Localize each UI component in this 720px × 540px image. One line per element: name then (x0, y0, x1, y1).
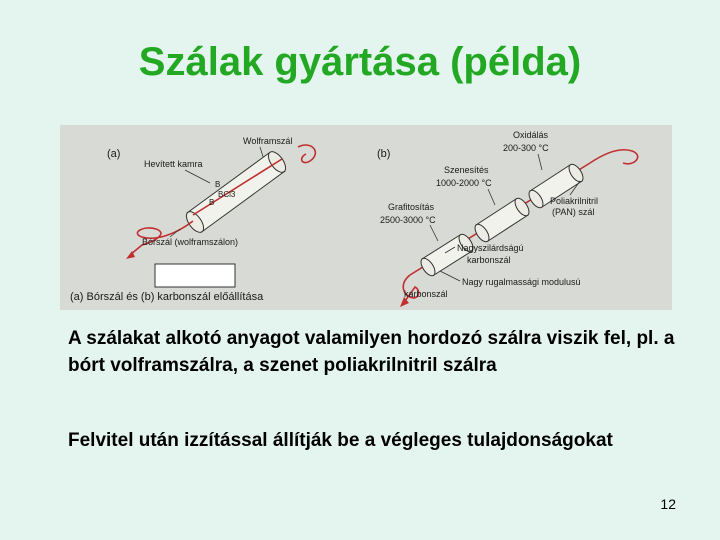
boron-fiber-coil (129, 220, 194, 256)
fiber-production-figure: (a) Wolframszál Hevített kamra B BCl3 B … (60, 125, 672, 310)
paragraph-2: Felvitel után izzítással állítják be a v… (68, 430, 613, 451)
oxidation-tube (528, 163, 584, 209)
pan-fiber-label-2: (PAN) szál (552, 207, 594, 217)
high-strength-label-1: Nagyszilárdságú (457, 243, 524, 253)
oxidation-temp: 200-300 °C (503, 143, 549, 153)
label-b-bottom: B (209, 198, 214, 207)
blank-box (154, 263, 236, 288)
tungsten-wire-label: Wolframszál (243, 136, 292, 146)
oxidation-label: Oxidálás (513, 130, 549, 140)
label-b-top: B (215, 180, 220, 189)
paragraph-1: A szálakat alkotó anyagot valamilyen hor… (68, 328, 675, 376)
fiber-diagram: (a) Wolframszál Hevített kamra B BCl3 B … (70, 130, 639, 307)
page-number: 12 (660, 496, 676, 512)
carbonization-label: Szenesítés (444, 165, 489, 175)
graphitization-tube (420, 233, 474, 277)
slide-title: Szálak gyártása (példa) (138, 40, 582, 84)
graphitization-label: Grafitosítás (388, 202, 435, 212)
carbonization-tube (474, 197, 530, 243)
heated-chamber (185, 151, 287, 233)
heated-chamber-label: Hevített kamra (144, 159, 203, 169)
panel-a-tag: (a) (107, 148, 120, 160)
carbonization-temp: 1000-2000 °C (436, 178, 492, 188)
pan-fiber-coil (589, 148, 639, 165)
carbon-fiber-coil (402, 274, 420, 302)
label-bcl3: BCl3 (218, 190, 236, 199)
tungsten-wire-coil (297, 144, 316, 164)
panel-b-tag: (b) (377, 148, 390, 160)
figure-caption: (a) Bórszál és (b) karbonszál előállítás… (70, 291, 264, 303)
high-modulus-label-1: Nagy rugalmassági modulusú (462, 277, 581, 287)
pan-fiber-label-1: Poliakrilnitril (550, 196, 598, 206)
graphitization-temp: 2500-3000 °C (380, 215, 436, 225)
boron-fiber-label: Bórszál (wolframszálon) (142, 237, 238, 247)
high-modulus-label-2: karbonszál (404, 289, 448, 299)
high-strength-label-2: karbonszál (467, 255, 511, 265)
